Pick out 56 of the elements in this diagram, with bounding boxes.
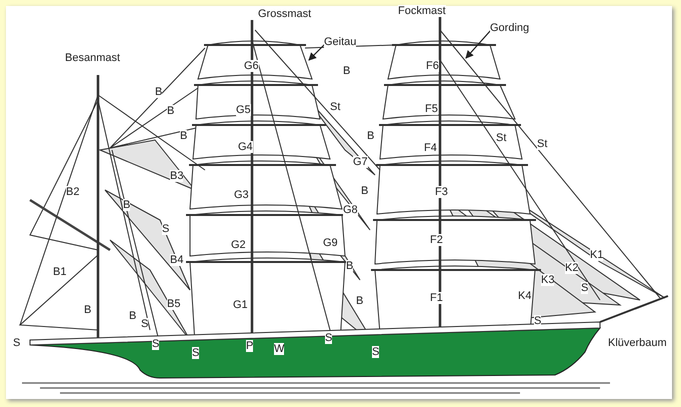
part-label: G4 [238, 141, 253, 153]
part-label: F1 [430, 292, 443, 304]
part-label: K2 [565, 262, 578, 274]
part-label: F6 [426, 60, 439, 72]
part-label: G1 [233, 299, 248, 311]
part-label: B [155, 86, 162, 98]
part-label: B [361, 185, 368, 197]
part-label: B [346, 260, 354, 272]
callout-label: Gording [490, 22, 530, 34]
part-label: S [152, 338, 160, 350]
part-label: S [162, 223, 170, 235]
callout-label: Geitau [324, 36, 356, 48]
part-label: B [180, 130, 188, 142]
part-label: B [129, 310, 136, 322]
part-label: S [534, 315, 542, 327]
part-label: B4 [170, 254, 184, 266]
part-label: Fockmast [398, 5, 446, 17]
part-label: Grossmast [258, 8, 312, 20]
part-label: S [141, 318, 148, 330]
part-label: K4 [518, 290, 532, 302]
part-label: G6 [244, 60, 259, 72]
part-label: G3 [234, 189, 249, 201]
part-label: Klüverbaum [608, 337, 667, 349]
part-label: S [372, 346, 380, 358]
part-label: Besanmast [65, 52, 120, 64]
leader-line [308, 44, 326, 61]
part-label: S [325, 332, 332, 344]
part-label: B [367, 130, 374, 142]
part-label: B [123, 199, 130, 211]
part-label: B [356, 295, 364, 307]
part-label: B2 [66, 186, 80, 198]
part-label: F4 [424, 142, 437, 154]
part-label: G2 [231, 239, 246, 251]
part-label: G5 [236, 104, 251, 116]
part-label: St [496, 132, 506, 144]
part-label: St [537, 138, 548, 150]
part-label: B [167, 105, 174, 117]
part-label: B [343, 65, 350, 77]
part-label: F3 [435, 186, 448, 198]
part-label: B3 [170, 170, 184, 182]
part-label: K3 [541, 274, 554, 286]
part-label: G9 [323, 237, 338, 249]
part-label: G8 [343, 204, 358, 216]
part-label: P [246, 340, 254, 352]
leader-line [465, 30, 492, 59]
part-label: S [192, 347, 200, 359]
part-label: B [84, 304, 92, 316]
part-label: G7 [353, 156, 368, 168]
part-label: B5 [167, 298, 180, 310]
part-label: K1 [590, 249, 604, 261]
part-label: S [581, 282, 588, 294]
part-label: S [13, 337, 20, 349]
part-label: St [330, 101, 340, 113]
part-label: F2 [430, 234, 443, 246]
part-label: B1 [53, 266, 66, 278]
part-label: F5 [425, 103, 438, 115]
